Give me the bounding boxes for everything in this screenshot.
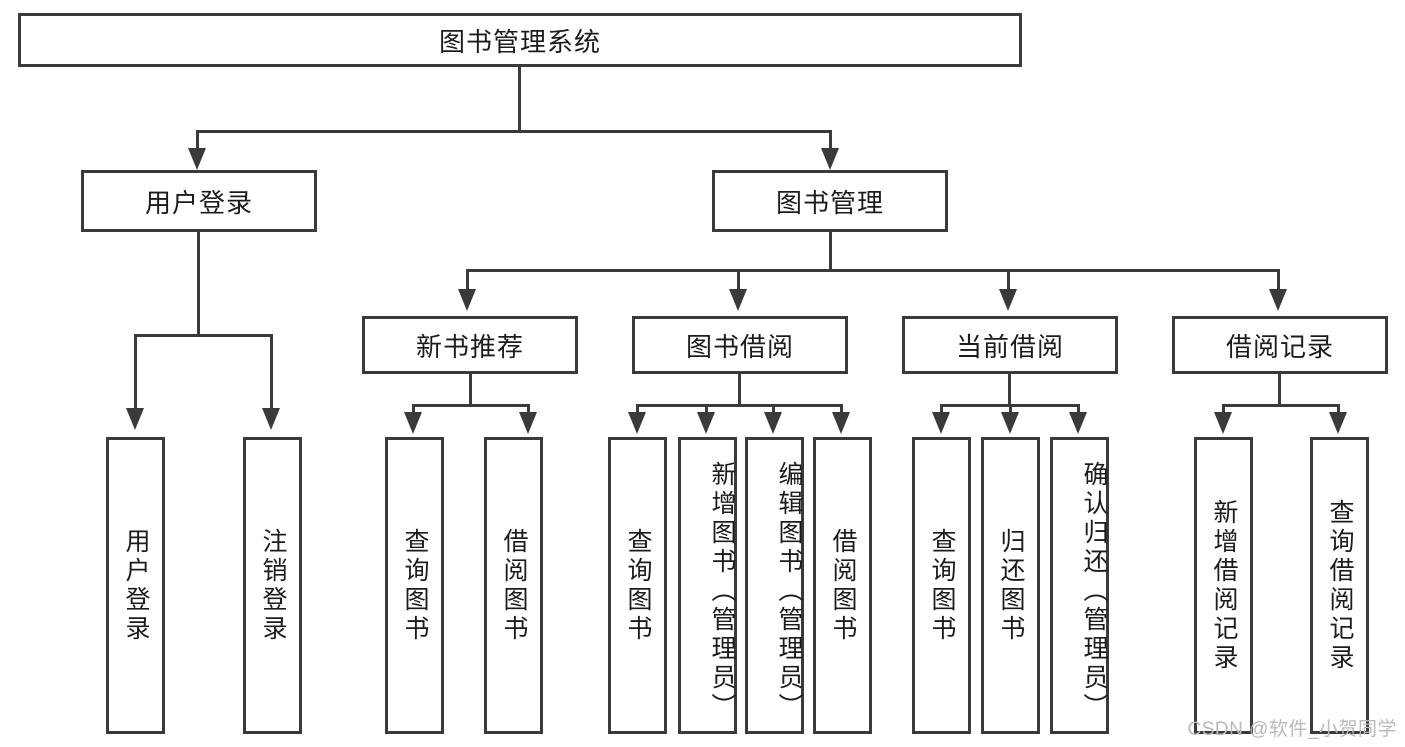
arrow-book-borrow-child1 (628, 412, 646, 434)
edge-user-login-child1 (134, 334, 137, 412)
edge-book-borrow-bar (636, 404, 842, 407)
arrow-to-current-borrow (999, 289, 1017, 311)
leaf-add-book-admin[interactable]: 新增图书（管理员） (678, 437, 737, 734)
edge-to-current-borrow (1007, 269, 1010, 293)
node-label: 新书推荐 (415, 331, 524, 362)
arrow-new-book-child2 (519, 412, 537, 434)
arrow-borrow-record-child2 (1329, 412, 1347, 434)
edge-to-borrow-record (1277, 269, 1280, 293)
arrow-current-borrow-child2 (1001, 412, 1019, 434)
edge-user-login-child2 (270, 334, 273, 412)
edge-current-borrow-stem (1008, 374, 1011, 406)
arrow-user-login-child1 (126, 408, 144, 430)
leaf-query-borrow-record[interactable]: 查询借阅记录 (1310, 437, 1369, 734)
arrow-book-borrow-child2 (697, 412, 715, 434)
leaf-query-book-current[interactable]: 查询图书 (912, 437, 971, 734)
node-label: 用户登录 (144, 187, 253, 218)
node-book-borrow[interactable]: 图书借阅 (632, 316, 848, 374)
node-label: 借阅图书 (829, 527, 857, 644)
node-label: 查询借阅记录 (1326, 498, 1354, 673)
edge-to-new-book (466, 269, 469, 293)
arrow-user-login-child2 (262, 408, 280, 430)
node-label: 用户登录 (122, 527, 150, 644)
node-label: 归还图书 (997, 527, 1025, 644)
leaf-borrow-book[interactable]: 借阅图书 (813, 437, 872, 734)
edge-root-stem (518, 67, 521, 130)
leaf-query-book-recommend[interactable]: 查询图书 (385, 437, 444, 734)
edge-new-book-stem (469, 374, 472, 406)
arrow-to-book-management (821, 148, 839, 170)
leaf-borrow-book-recommend[interactable]: 借阅图书 (484, 437, 543, 734)
node-label: 查询图书 (401, 527, 429, 644)
arrow-borrow-record-child1 (1214, 412, 1232, 434)
edge-book-borrow-child1 (636, 404, 639, 418)
node-user-login[interactable]: 用户登录 (81, 170, 317, 232)
arrow-book-borrow-child3 (764, 412, 782, 434)
node-label: 确认归还（管理员） (1080, 461, 1108, 722)
edge-book-borrow-child4 (840, 404, 843, 418)
edge-level3-bar (466, 269, 1280, 272)
leaf-add-borrow-record[interactable]: 新增借阅记录 (1194, 437, 1253, 734)
edge-new-book-child1 (412, 404, 415, 418)
edge-new-book-child2 (527, 404, 530, 418)
edge-new-book-bar (412, 404, 530, 407)
edge-current-borrow-child2 (1009, 404, 1012, 418)
edge-borrow-record-stem (1278, 374, 1281, 406)
arrow-book-borrow-child4 (832, 412, 850, 434)
edge-to-user-login (196, 130, 199, 154)
edge-user-login-bar (134, 334, 273, 337)
node-current-borrow[interactable]: 当前借阅 (902, 316, 1118, 374)
node-label: 新增借阅记录 (1210, 498, 1238, 673)
node-label: 查询图书 (624, 527, 652, 644)
node-root-book-management-system[interactable]: 图书管理系统 (18, 13, 1022, 67)
node-label: 图书管理 (775, 187, 884, 218)
node-label: 借阅图书 (500, 527, 528, 644)
edge-current-borrow-child1 (940, 404, 943, 418)
node-label: 查询图书 (928, 527, 956, 644)
arrow-to-new-book (458, 289, 476, 311)
arrow-to-borrow-record (1269, 289, 1287, 311)
node-label: 注销登录 (259, 527, 287, 644)
edge-borrow-record-child1 (1222, 404, 1225, 418)
watermark: CSDN @软件_小贺同学 (1187, 719, 1397, 740)
edge-borrow-record-child2 (1337, 404, 1340, 418)
node-borrow-record[interactable]: 借阅记录 (1172, 316, 1388, 374)
node-label: 编辑图书（管理员） (775, 461, 803, 722)
edge-current-borrow-child3 (1077, 404, 1080, 418)
edge-to-book-management (829, 130, 832, 154)
edge-book-borrow-child3 (772, 404, 775, 418)
node-new-book-recommend[interactable]: 新书推荐 (362, 316, 578, 374)
node-label: 图书管理系统 (438, 26, 601, 57)
edge-to-book-borrow (737, 269, 740, 293)
node-book-management[interactable]: 图书管理 (712, 170, 948, 232)
edge-user-login-stem (197, 232, 200, 336)
node-label: 当前借阅 (955, 331, 1064, 362)
edge-book-borrow-stem (738, 374, 741, 406)
leaf-user-login[interactable]: 用户登录 (106, 437, 165, 734)
leaf-query-book-borrow[interactable]: 查询图书 (608, 437, 667, 734)
arrow-current-borrow-child3 (1069, 412, 1087, 434)
edge-book-management-stem (829, 232, 832, 272)
arrow-new-book-child1 (404, 412, 422, 434)
edge-borrow-record-bar (1222, 404, 1340, 407)
arrow-current-borrow-child1 (932, 412, 950, 434)
leaf-logout[interactable]: 注销登录 (243, 437, 302, 734)
edge-book-borrow-child2 (705, 404, 708, 418)
node-label: 图书借阅 (685, 331, 794, 362)
arrow-to-book-borrow (729, 289, 747, 311)
leaf-confirm-return-admin[interactable]: 确认归还（管理员） (1050, 437, 1109, 734)
leaf-return-book[interactable]: 归还图书 (981, 437, 1040, 734)
node-label: 借阅记录 (1225, 331, 1334, 362)
edge-level2-bar (196, 130, 832, 133)
arrow-to-user-login (188, 148, 206, 170)
node-label: 新增图书（管理员） (708, 461, 736, 722)
leaf-edit-book-admin[interactable]: 编辑图书（管理员） (745, 437, 804, 734)
